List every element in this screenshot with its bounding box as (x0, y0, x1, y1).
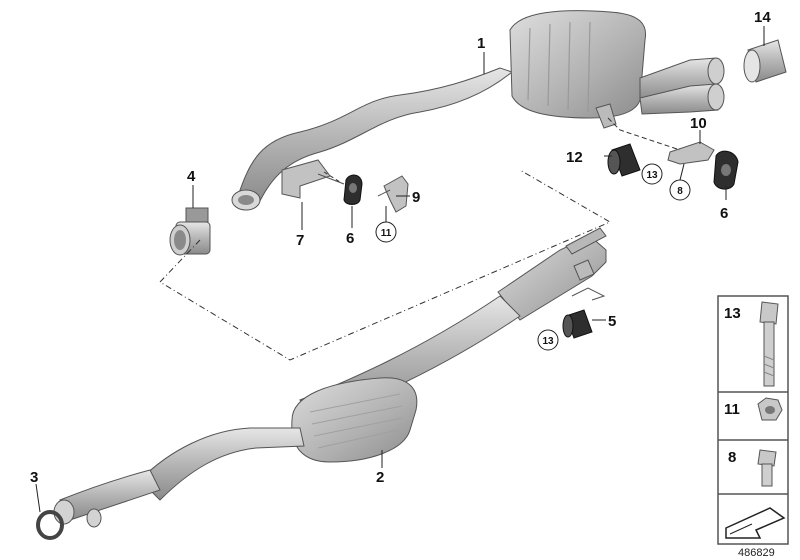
callout-4: 4 (187, 168, 196, 185)
bolt-short-icon (757, 449, 777, 487)
callout-8-circle: 8 (669, 179, 691, 201)
callout-1: 1 (477, 35, 485, 52)
callout-6-left: 6 (346, 230, 354, 247)
front-pipe-part[interactable] (53, 227, 607, 528)
callout-14: 14 (754, 9, 771, 26)
bracket-part-10[interactable] (667, 141, 715, 165)
front-direction-arrow-icon (725, 507, 786, 539)
rear-silencer-part[interactable] (231, 10, 725, 211)
callout-7: 7 (296, 232, 304, 249)
diagram-number: 486829 (738, 547, 775, 559)
bracket-part-9[interactable] (377, 175, 409, 213)
damper-part-12[interactable] (607, 143, 641, 177)
callout-13-upper-circle: 13 (641, 163, 663, 185)
callout-6-right: 6 (720, 205, 728, 222)
assembly-guide-lines (159, 117, 681, 361)
svg-text:13: 13 (542, 336, 554, 347)
clamp-part-3[interactable] (36, 510, 64, 540)
svg-text:8: 8 (677, 186, 683, 197)
fastener-legend: 13 11 8 (717, 295, 789, 545)
pipe-clamp-part[interactable] (169, 207, 211, 256)
svg-text:11: 11 (381, 228, 392, 239)
callout-9: 9 (412, 189, 420, 206)
hex-nut-icon (757, 397, 783, 421)
callout-11-circle: 11 (375, 221, 397, 243)
bracket-part-7[interactable] (281, 159, 345, 199)
rubber-mount-part-5[interactable] (562, 309, 593, 339)
callout-2: 2 (376, 469, 384, 486)
svg-text:13: 13 (646, 170, 658, 181)
callout-3: 3 (30, 469, 38, 486)
bolt-long-icon (759, 301, 779, 387)
legend-label-8: 8 (728, 449, 736, 466)
tailpipe-trim-part[interactable] (743, 39, 787, 83)
legend-label-13: 13 (724, 305, 741, 322)
rubber-mount-left[interactable] (343, 174, 363, 205)
callout-5: 5 (608, 313, 616, 330)
legend-label-11: 11 (724, 401, 740, 418)
rubber-mount-right[interactable] (713, 150, 739, 190)
callout-13-lower-circle: 13 (537, 329, 559, 351)
leader-lines (35, 26, 765, 513)
callout-12: 12 (566, 149, 583, 166)
callout-10: 10 (690, 115, 707, 132)
